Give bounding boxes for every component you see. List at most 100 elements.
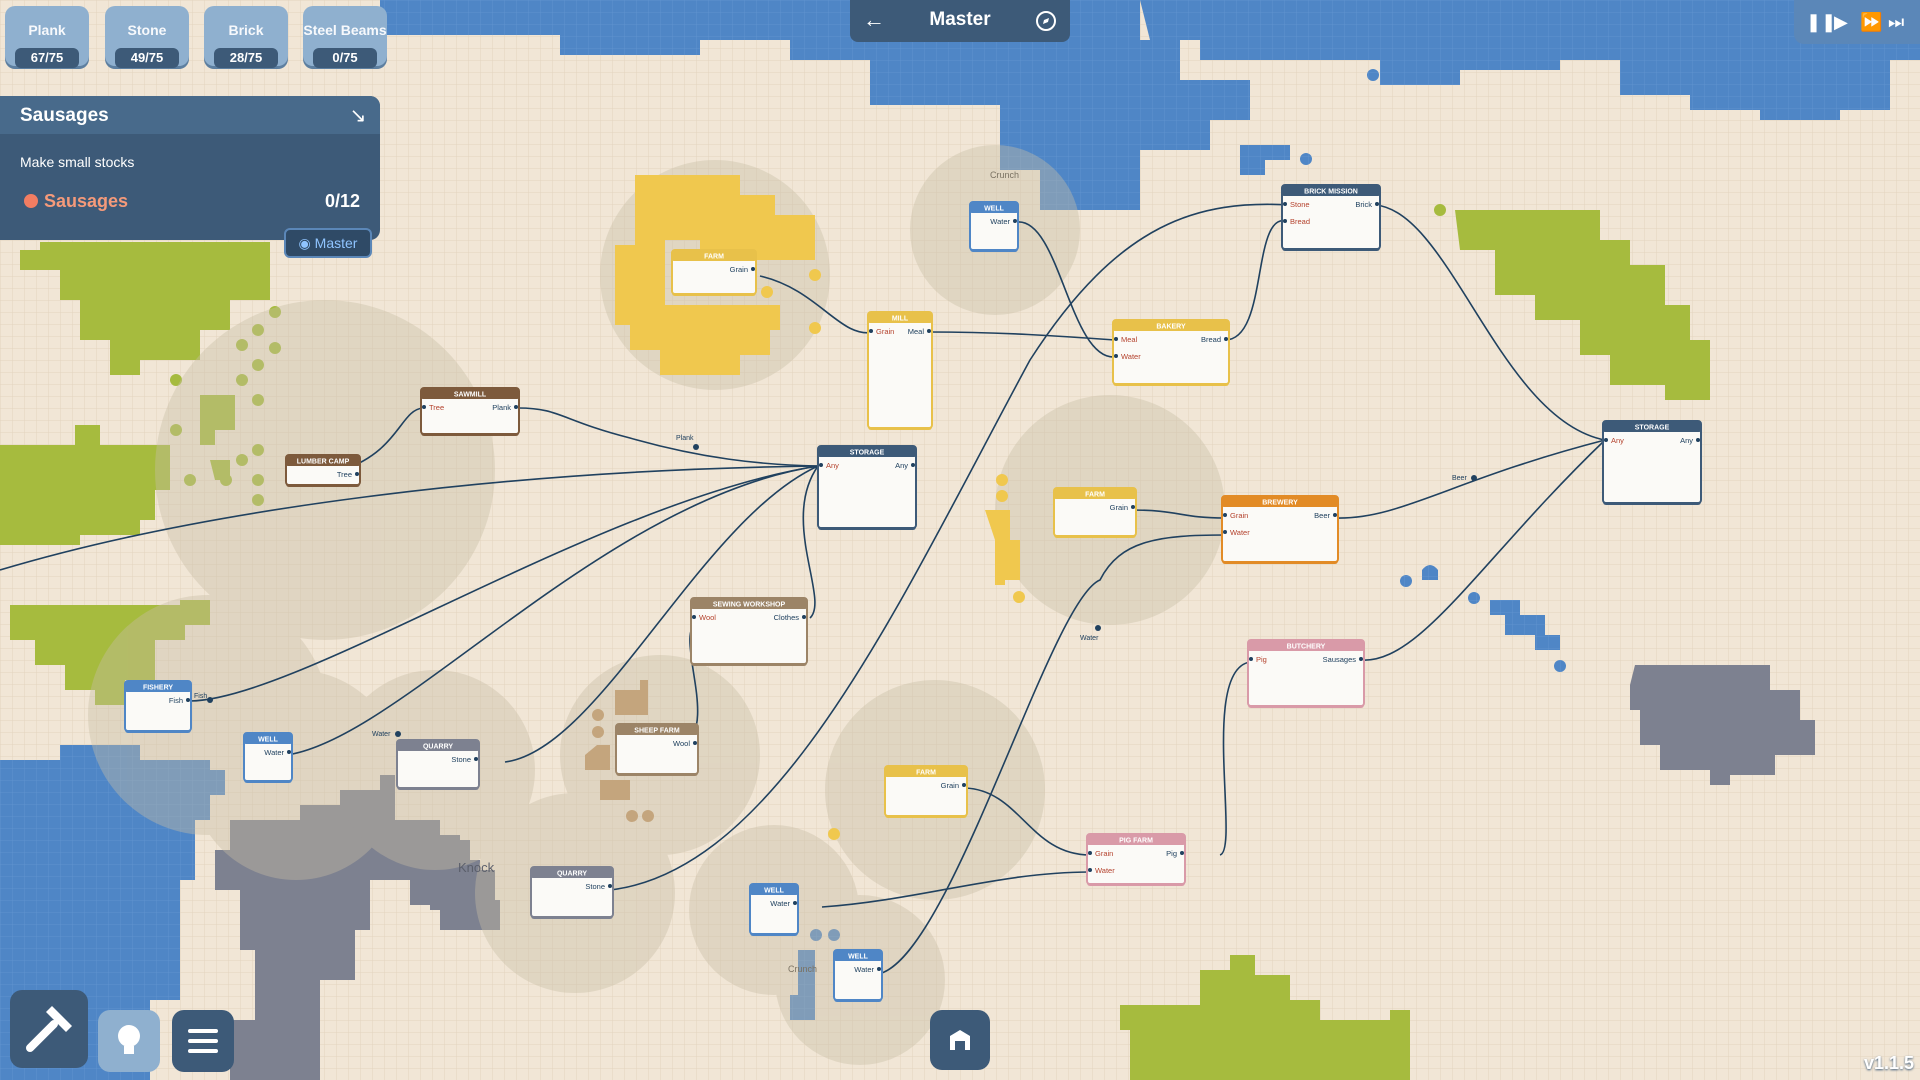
output-port[interactable] bbox=[802, 615, 806, 619]
building-header bbox=[244, 733, 292, 744]
compass-icon[interactable] bbox=[1032, 7, 1060, 35]
output-port[interactable] bbox=[693, 741, 697, 745]
link-label: Plank bbox=[676, 435, 694, 442]
output-port[interactable] bbox=[186, 698, 190, 702]
input-port[interactable] bbox=[869, 329, 873, 333]
output-port[interactable] bbox=[608, 884, 612, 888]
output-port-label: Sausages bbox=[1323, 655, 1357, 664]
output-port-label: Any bbox=[895, 461, 908, 470]
link-dots bbox=[207, 444, 1477, 737]
output-port[interactable] bbox=[1333, 513, 1337, 517]
output-port-label: Beer bbox=[1314, 511, 1330, 520]
output-port[interactable] bbox=[1180, 851, 1184, 855]
input-port[interactable] bbox=[1283, 202, 1287, 206]
location-tag-button[interactable]: ◉ Master bbox=[284, 228, 372, 258]
input-port[interactable] bbox=[1249, 657, 1253, 661]
output-port[interactable] bbox=[1359, 657, 1363, 661]
building-name: BUTCHERY bbox=[1287, 644, 1326, 651]
fast-forward-icon[interactable]: ⏩ bbox=[1860, 12, 1883, 32]
output-port[interactable] bbox=[474, 757, 478, 761]
play-icon[interactable]: ▶ bbox=[1834, 12, 1848, 32]
input-port-label: Grain bbox=[1095, 849, 1113, 858]
output-port[interactable] bbox=[1224, 337, 1228, 341]
input-port[interactable] bbox=[1223, 530, 1227, 534]
input-port[interactable] bbox=[1604, 438, 1608, 442]
output-port[interactable] bbox=[1696, 438, 1700, 442]
grass-area bbox=[0, 204, 1710, 1080]
output-port[interactable] bbox=[1131, 505, 1135, 509]
input-port[interactable] bbox=[692, 615, 696, 619]
pause-icon[interactable]: ❚❚ bbox=[1806, 12, 1837, 32]
input-port[interactable] bbox=[1114, 337, 1118, 341]
build-button[interactable] bbox=[10, 990, 88, 1068]
input-port[interactable] bbox=[819, 463, 823, 467]
input-port[interactable] bbox=[1088, 868, 1092, 872]
building-header bbox=[531, 867, 613, 878]
output-port[interactable] bbox=[1375, 202, 1379, 206]
building-header bbox=[286, 455, 360, 466]
hammer-icon bbox=[26, 1006, 72, 1052]
input-port[interactable] bbox=[1088, 851, 1092, 855]
output-port[interactable] bbox=[877, 967, 881, 971]
hints-button[interactable] bbox=[98, 1010, 160, 1072]
back-arrow-icon[interactable]: ← bbox=[863, 7, 885, 32]
speed-controls: ❚❚ ▶ ⏩ ⏭ bbox=[1794, 0, 1920, 44]
collapse-icon[interactable]: ↘ bbox=[349, 105, 367, 127]
output-port[interactable] bbox=[1013, 219, 1017, 223]
output-port[interactable] bbox=[911, 463, 915, 467]
input-port[interactable] bbox=[1223, 513, 1227, 517]
input-port-label: Wool bbox=[699, 613, 716, 622]
home-button[interactable] bbox=[930, 1010, 990, 1070]
input-port-label: Water bbox=[1121, 352, 1141, 361]
output-port-label: Water bbox=[854, 965, 874, 974]
output-port[interactable] bbox=[927, 329, 931, 333]
building-body bbox=[1602, 420, 1702, 504]
input-port[interactable] bbox=[422, 405, 426, 409]
output-port[interactable] bbox=[287, 750, 291, 754]
building-name: PIG FARM bbox=[1119, 838, 1153, 845]
fastest-forward-icon[interactable]: ⏭ bbox=[1888, 12, 1905, 32]
output-port[interactable] bbox=[355, 472, 359, 476]
building-name: FISHERY bbox=[143, 685, 173, 692]
input-port[interactable] bbox=[1114, 354, 1118, 358]
resource-steel-beams: Steel Beams 0/75 bbox=[303, 6, 387, 68]
output-port[interactable] bbox=[793, 901, 797, 905]
input-port[interactable] bbox=[1283, 219, 1287, 223]
building-name: WELL bbox=[984, 206, 1005, 213]
input-port-label: Stone bbox=[1290, 200, 1310, 209]
building-header bbox=[1222, 496, 1338, 507]
menu-button[interactable] bbox=[172, 1010, 234, 1072]
output-port[interactable] bbox=[751, 267, 755, 271]
input-port-label: Water bbox=[1095, 866, 1115, 875]
output-port-label: Grain bbox=[730, 265, 748, 274]
output-port[interactable] bbox=[962, 783, 966, 787]
goal-panel: Sausages ↘ Make small stocks Sausages 0/… bbox=[0, 96, 380, 240]
output-port[interactable] bbox=[514, 405, 518, 409]
output-port-label: Stone bbox=[585, 882, 605, 891]
building-body bbox=[817, 445, 917, 529]
building-header bbox=[818, 446, 916, 457]
